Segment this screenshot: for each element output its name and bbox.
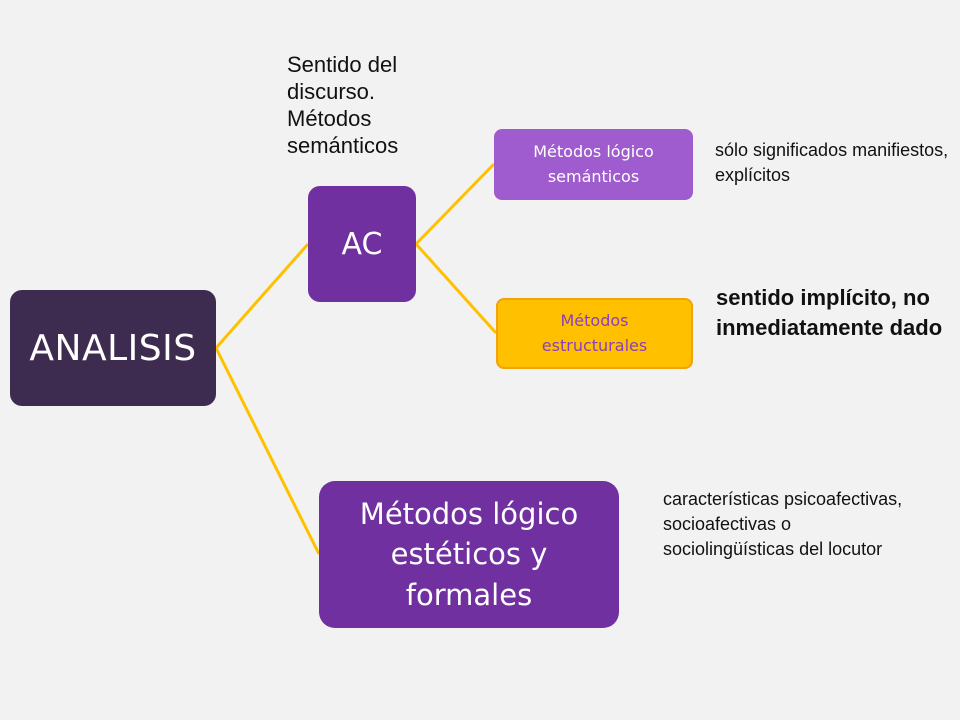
connector-ac-semanticos: [414, 162, 496, 246]
node-ac: AC: [308, 186, 416, 302]
note-sentido-implicito: sentido implícito, no inmediatamente dad…: [716, 285, 943, 340]
connector-analisis-logico-esteticos: [214, 347, 321, 555]
node-analisis: ANALISIS: [10, 290, 216, 406]
node-metodos-logico-semanticos: Métodos lógico semánticos: [494, 129, 693, 200]
note-significados-manifiestos: sólo significados manifiestos, explícito…: [715, 140, 949, 186]
node-metodos-logico-esteticos: Métodos lógico estéticos y formales: [319, 481, 619, 628]
note-caracteristicas: características psicoafectivas, socioafe…: [663, 489, 903, 560]
connector-ac-estructurales: [414, 242, 498, 335]
note-sentido-discurso: Sentido del discurso. Métodos semánticos: [287, 52, 399, 159]
connector-analisis-ac: [214, 243, 310, 349]
node-metodos-estructurales: Métodos estructurales: [496, 298, 693, 369]
